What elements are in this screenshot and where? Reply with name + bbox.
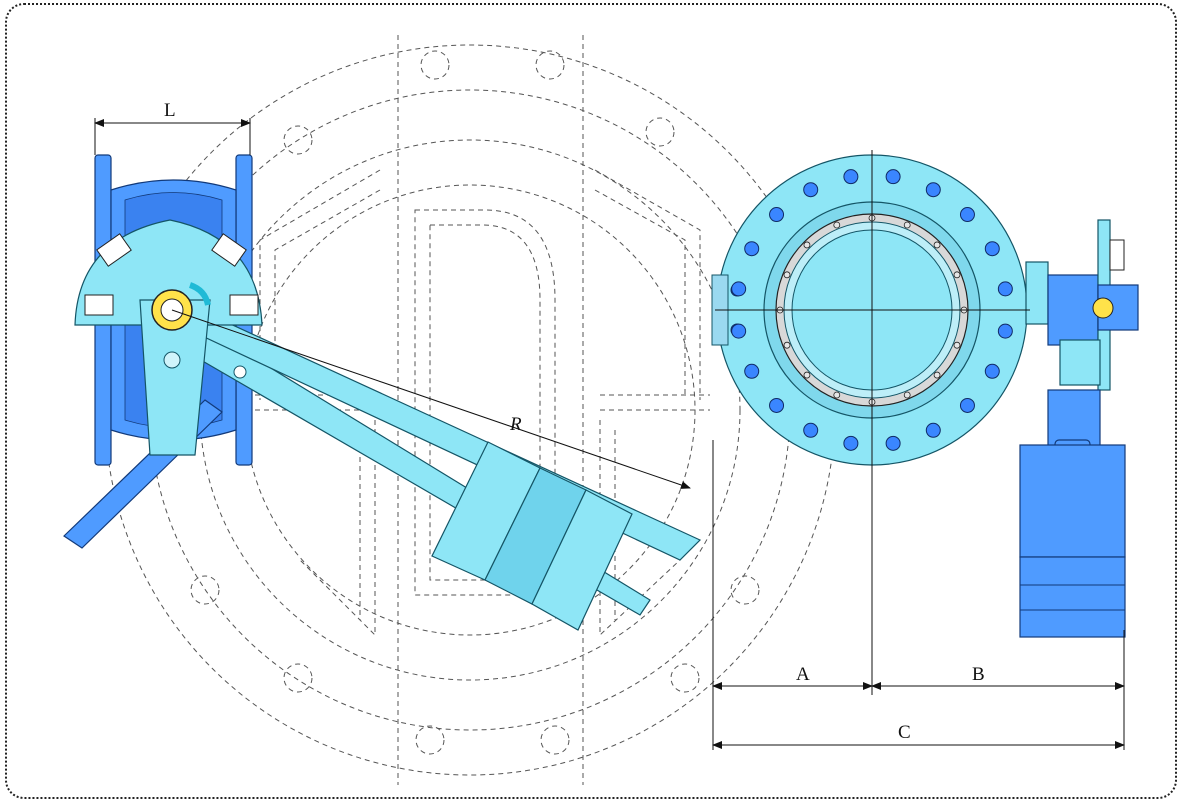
- dimension-label-B: B: [972, 664, 985, 685]
- seat-bolt: [803, 371, 811, 379]
- flange-bolt-hole: [843, 435, 859, 451]
- dimension-L: [94, 118, 251, 155]
- flange-bolt-hole: [984, 241, 1000, 257]
- flange-bolt-hole: [925, 422, 941, 438]
- actuator-assembly: [1019, 219, 1139, 638]
- dimension-label-C: C: [898, 722, 911, 743]
- flange-bolt-hole: [997, 323, 1013, 339]
- seat-ring-bolts: [776, 214, 968, 406]
- seat-bolt: [953, 271, 961, 279]
- dimension-R: [171, 309, 691, 489]
- seat-bolt: [933, 371, 941, 379]
- flange-bolt-hole: [731, 281, 747, 297]
- seat-bolt: [953, 341, 961, 349]
- flange-bolt-hole: [803, 182, 819, 198]
- flange-bolt-hole: [744, 241, 760, 257]
- flange-bolt-hole: [769, 397, 785, 413]
- seat-bolt: [833, 391, 841, 399]
- drawing-frame: [5, 3, 1177, 799]
- flange-bolt-hole: [925, 182, 941, 198]
- seat-bolt: [803, 241, 811, 249]
- flange-bolt-hole: [731, 323, 747, 339]
- flange-bolt-hole: [984, 363, 1000, 379]
- center-lines: [712, 150, 1125, 750]
- quadrant-plate: [74, 219, 263, 456]
- dimension-label-A: A: [796, 664, 810, 685]
- seat-bolt: [933, 241, 941, 249]
- flange-bolt-hole: [885, 435, 901, 451]
- dimension-label-L: L: [164, 100, 176, 121]
- flange-bolt-hole: [959, 207, 975, 223]
- dimension-label-R: R: [509, 414, 522, 435]
- flange-bolt-holes: [731, 169, 1013, 451]
- seat-bolt: [833, 221, 841, 229]
- flange-bolt-hole: [997, 281, 1013, 297]
- flange-bolt-hole: [769, 207, 785, 223]
- flange-bolt-hole: [959, 397, 975, 413]
- flange-bolt-hole: [843, 169, 859, 185]
- flange-bolt-hole: [744, 363, 760, 379]
- seat-bolt: [903, 221, 911, 229]
- counterweight: [431, 441, 633, 631]
- seat-bolt: [903, 391, 911, 399]
- seat-bolt: [783, 271, 791, 279]
- flange-bolt-hole: [803, 422, 819, 438]
- seat-bolt: [783, 341, 791, 349]
- flange-bolt-hole: [885, 169, 901, 185]
